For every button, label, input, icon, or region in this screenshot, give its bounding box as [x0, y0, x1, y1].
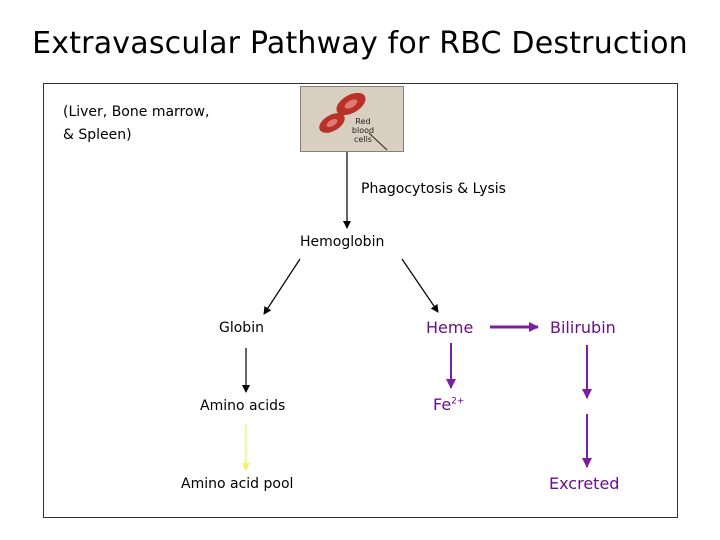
red-blood-cells-illustration: [319, 92, 388, 151]
location-line-1: (Liver, Bone marrow,: [63, 104, 210, 120]
arrow-hemoglobin-to-globin: [263, 258, 301, 315]
location-line-2: & Spleen): [63, 127, 132, 143]
location-label: (Liver, Bone marrow, & Spleen): [63, 101, 209, 147]
caption-line-2: cells: [354, 135, 372, 144]
fe-symbol: Fe: [433, 395, 452, 414]
bilirubin-label: Bilirubin: [550, 318, 616, 337]
page-title: Extravascular Pathway for RBC Destructio…: [32, 26, 688, 61]
amino-acids-label: Amino acids: [200, 398, 286, 414]
amino-acid-pool-label: Amino acid pool: [181, 476, 294, 492]
phagocytosis-label: Phagocytosis & Lysis: [361, 181, 506, 197]
arrow-hemoglobin-to-heme: [401, 258, 439, 313]
caption-line-1: Red blood: [351, 117, 375, 135]
red-blood-cells-image: [300, 86, 404, 152]
hemoglobin-label: Hemoglobin: [300, 234, 385, 250]
excreted-label: Excreted: [549, 474, 620, 493]
red-blood-cells-caption: Red blood cells: [345, 117, 381, 144]
diagram-frame: [43, 83, 678, 518]
globin-label: Globin: [219, 320, 264, 336]
fe-charge: 2+: [451, 396, 465, 407]
fe-label: Fe2+: [433, 395, 464, 414]
heme-label: Heme: [426, 318, 474, 337]
